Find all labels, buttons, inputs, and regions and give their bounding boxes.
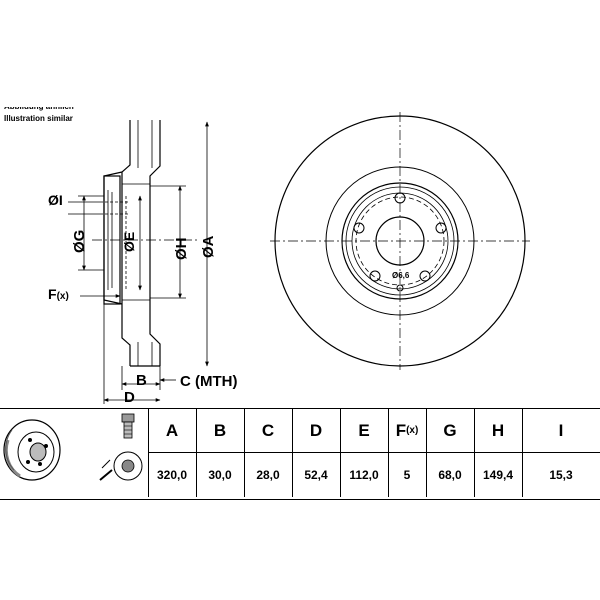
header-a: A (165, 420, 179, 440)
disc-thumbnail-icon (3, 419, 61, 481)
label-c: C (MTH) (180, 373, 237, 390)
value-i: 15,3 (549, 467, 573, 482)
note-german: Abbildung ähnlich (4, 102, 74, 111)
spec-table: A B C D E F(x) G H I 320,0 30,0 28,0 52,… (0, 408, 600, 500)
label-dia-i: ØI (48, 192, 63, 208)
small-hole (396, 284, 404, 292)
value-g: 68,0 (438, 467, 462, 482)
label-hole-dia: Ø6,6 (392, 271, 410, 280)
bolt-hole (369, 270, 381, 282)
header-f: F(x) (395, 420, 419, 440)
dimension-labels: ØI ØG ØE ØH ØA F(x) B C (MTH) D (48, 192, 237, 406)
bolt-hole (353, 222, 365, 234)
value-f: 5 (403, 467, 411, 482)
value-a: 320,0 (156, 467, 188, 482)
note-english: Illustration similar (4, 114, 73, 123)
bolt-hole (435, 222, 447, 234)
bolt-hole (419, 270, 431, 282)
value-h: 149,4 (482, 467, 514, 482)
header-b: B (213, 420, 227, 440)
wheel-mount-icon (99, 451, 143, 481)
header-e: E (358, 420, 370, 440)
header-g: G (443, 420, 457, 440)
header-c: C (261, 420, 275, 440)
label-d: D (124, 389, 135, 406)
value-e: 112,0 (349, 467, 379, 482)
label-b: B (136, 372, 147, 389)
front-view (270, 112, 530, 370)
value-c: 28,0 (256, 467, 280, 482)
header-h: H (491, 420, 505, 440)
cross-section-view (92, 120, 200, 404)
header-i: I (558, 420, 564, 440)
label-dia-g: ØG (71, 230, 88, 253)
value-b: 30,0 (208, 467, 232, 482)
header-d: D (309, 420, 323, 440)
dimension-lines (68, 121, 209, 402)
label-dia-a: ØA (200, 235, 217, 258)
label-f: F(x) (48, 286, 69, 302)
label-dia-e: ØE (121, 232, 137, 252)
value-d: 52,4 (304, 467, 328, 482)
screw-icon (121, 413, 135, 439)
label-dia-h: ØH (173, 238, 190, 261)
